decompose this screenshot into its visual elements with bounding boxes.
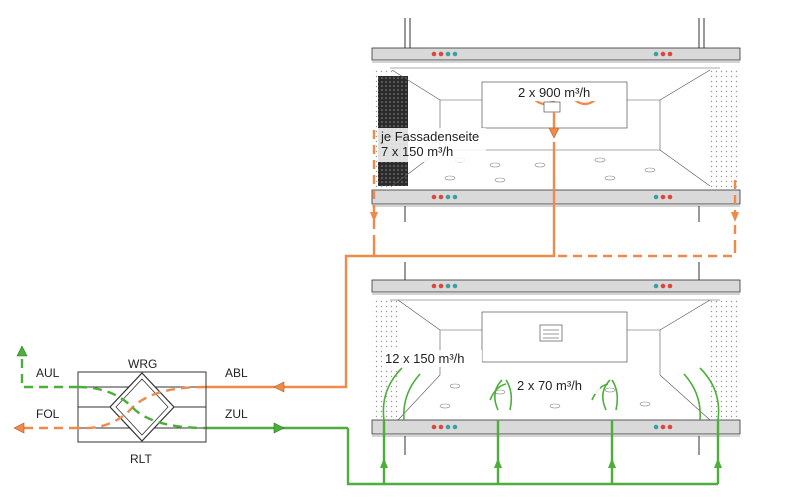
wrg-label: WRG xyxy=(128,357,157,371)
lower-floor-slab xyxy=(371,419,741,435)
unit-supply-path xyxy=(77,385,206,430)
lower-floor: 12 x 150 m³/h 2 x 70 m³/h xyxy=(346,262,741,486)
unit-exhaust-path xyxy=(77,385,206,430)
right-riser-arrow xyxy=(731,212,739,222)
lower-flow-label-left: 12 x 150 m³/h xyxy=(385,351,465,366)
lower-ceiling-slab xyxy=(371,279,741,293)
zul-label: ZUL xyxy=(225,407,248,421)
upper-ceiling-slab xyxy=(371,47,741,61)
supply-duct xyxy=(205,422,348,434)
rlt-unit: WRG RLT xyxy=(77,357,207,466)
exhaust-grille xyxy=(543,101,561,113)
lower-grille xyxy=(539,324,563,342)
exhaust-arrow-down xyxy=(548,127,560,139)
outside-air: AUL xyxy=(16,345,78,389)
upper-floor: 2 x 900 m³/h je Fassadenseite 7 x 150 m³… xyxy=(370,18,741,244)
rlt-label: RLT xyxy=(130,452,152,466)
fol-arrow xyxy=(13,422,25,434)
abl-label: ABL xyxy=(225,366,248,380)
aul-arrow xyxy=(16,345,28,357)
wrg-diamond xyxy=(109,372,175,442)
exhaust-out: FOL xyxy=(13,407,78,434)
upper-floor-slab xyxy=(371,189,741,205)
supply-main-floor xyxy=(346,428,718,486)
lower-flow-label-center: 2 x 70 m³/h xyxy=(517,378,582,393)
upper-flow-label: 2 x 900 m³/h xyxy=(518,85,590,100)
exhaust-duct xyxy=(205,240,737,393)
aul-label: AUL xyxy=(36,366,60,380)
facade-label-1: je Fassadenseite xyxy=(380,129,479,144)
abl-arrow xyxy=(273,381,285,393)
zul-arrow xyxy=(273,422,285,434)
upper-right-wall xyxy=(710,70,738,190)
supply-risers xyxy=(380,420,722,484)
left-riser-arrow xyxy=(370,212,378,222)
facade-label-2: 7 x 150 m³/h xyxy=(381,144,453,159)
lower-right-wall xyxy=(710,300,738,420)
fol-label: FOL xyxy=(36,407,60,421)
